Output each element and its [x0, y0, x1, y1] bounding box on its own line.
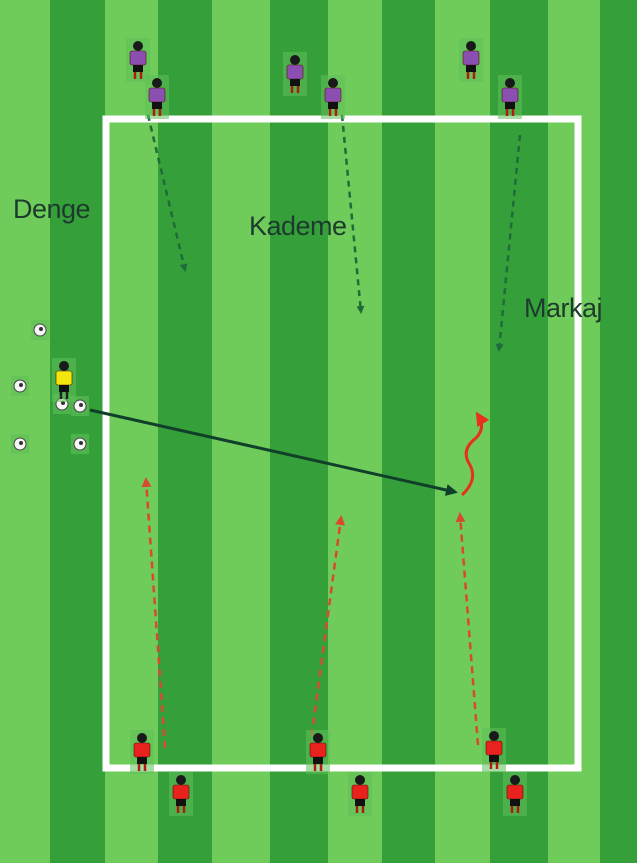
- attacker-player-icon: [503, 772, 527, 816]
- ball-icon: [11, 376, 29, 396]
- attacker-player-icon: [348, 772, 372, 816]
- coach-player-icon: [52, 358, 76, 402]
- grass-stripe: [50, 0, 105, 863]
- label-denge: Denge: [13, 194, 90, 225]
- label-markaj: Markaj: [524, 293, 602, 324]
- defender-player-icon: [283, 52, 307, 96]
- grass-stripe: [212, 0, 270, 863]
- ball-icon: [71, 434, 89, 454]
- defender-player-icon: [498, 75, 522, 119]
- attacker-player-icon: [130, 730, 154, 774]
- grass-stripe: [382, 0, 435, 863]
- attacker-player-icon: [482, 728, 506, 772]
- attacker-player-icon: [306, 730, 330, 774]
- attacker-player-icon: [169, 772, 193, 816]
- defender-player-icon: [321, 75, 345, 119]
- grass-stripe: [0, 0, 50, 863]
- label-kademe: Kademe: [249, 211, 347, 242]
- grass-stripe: [600, 0, 637, 863]
- ball-icon: [11, 434, 29, 454]
- defender-player-icon: [145, 75, 169, 119]
- grass-stripe: [328, 0, 382, 863]
- defender-player-icon: [459, 38, 483, 82]
- ball-icon: [31, 320, 49, 340]
- grass-stripe: [548, 0, 600, 863]
